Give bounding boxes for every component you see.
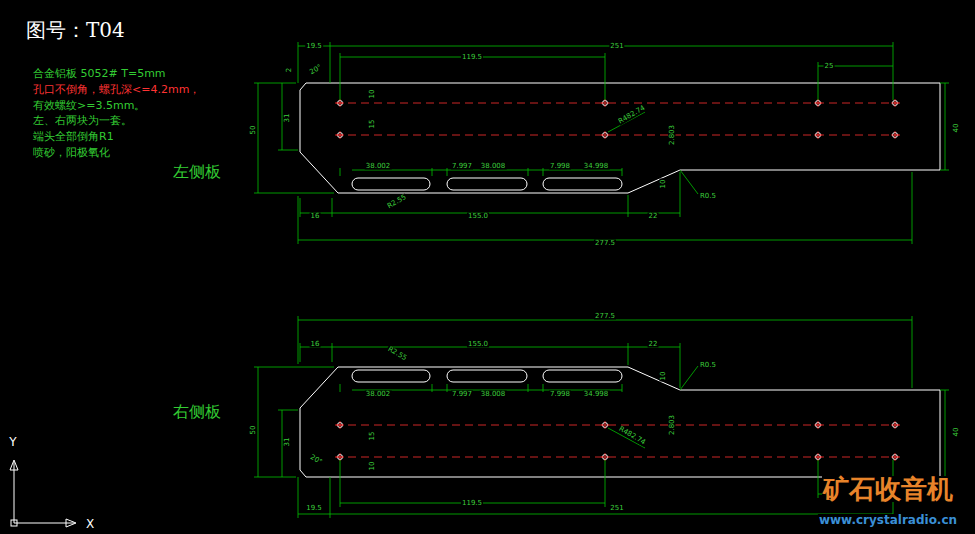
part-name: 左侧板: [172, 164, 222, 180]
dimension: 38.002: [365, 163, 392, 170]
part-name: 右侧板: [172, 404, 222, 420]
dimension: 277.5: [594, 240, 616, 247]
dimension: R2.55: [386, 193, 409, 210]
dimension: R482.74: [617, 425, 648, 447]
dimension: 40: [953, 123, 960, 134]
dimension: 15: [369, 119, 376, 130]
dimension: 10: [660, 179, 667, 190]
dimension: 2.803: [669, 124, 676, 146]
dimension: R2.55: [386, 345, 409, 362]
left-plate: [254, 42, 949, 244]
dimension: 25: [824, 63, 835, 70]
dimension: 40: [953, 427, 960, 438]
dimension: 50: [250, 125, 257, 136]
note: 有效螺纹>=3.5mm。: [32, 100, 146, 111]
dimension: 20°: [308, 63, 324, 76]
dimension: R0.5: [699, 362, 717, 369]
dimension: 38.008: [480, 391, 507, 398]
dimension: 277.5: [594, 313, 616, 320]
dimension: 2: [286, 67, 293, 73]
watermark: 矿石收音机: [822, 476, 954, 502]
dimension: 155.0: [467, 213, 489, 220]
axis-name: X: [85, 518, 95, 530]
dimension: 119.5: [461, 54, 483, 61]
note: 合金铝板 5052# T=5mm: [32, 68, 167, 79]
drawing-number: 图号：T04: [25, 20, 126, 40]
dimension: 19.5: [305, 43, 323, 50]
dimension: 10: [369, 461, 376, 472]
note: 喷砂，阳极氧化: [32, 147, 111, 158]
dimension: 155.0: [467, 341, 489, 348]
dimension: 119.5: [461, 500, 483, 507]
dimension: 34.998: [583, 391, 610, 398]
dimension: 31: [284, 437, 291, 448]
axis-icon: [10, 460, 76, 527]
dimension: 22: [648, 213, 659, 220]
dimension: 38.002: [365, 391, 392, 398]
dimension: 19.5: [305, 505, 323, 512]
dimension: 7.997: [451, 391, 473, 398]
dimension: 22: [648, 341, 659, 348]
dimension: R0.5: [699, 193, 717, 200]
dimension: 10: [369, 89, 376, 100]
watermark: www.crystalradio.cn: [818, 514, 958, 526]
note: 孔口不倒角，螺孔深<=4.2mm，: [32, 84, 201, 95]
dimension: 20°: [308, 453, 324, 466]
dimension: 16: [310, 341, 321, 348]
dimension: 15: [369, 431, 376, 442]
dimension: 251: [609, 505, 624, 512]
dimension: 50: [250, 425, 257, 436]
dimension: 7.998: [549, 163, 571, 170]
dimension: 251: [609, 43, 624, 50]
dimension: R482.74: [617, 104, 648, 126]
dimension: 2.803: [669, 414, 676, 436]
dimension: 31: [284, 113, 291, 124]
dimension: 38.008: [480, 163, 507, 170]
dimension: 7.997: [451, 163, 473, 170]
note: 端头全部倒角R1: [32, 131, 115, 142]
note: 左、右两块为一套。: [32, 115, 133, 126]
axis-name: Y: [8, 436, 17, 448]
dimension: 34.998: [583, 163, 610, 170]
dimension: 7.998: [549, 391, 571, 398]
dimension: 10: [660, 371, 667, 382]
dimension: 16: [310, 213, 321, 220]
